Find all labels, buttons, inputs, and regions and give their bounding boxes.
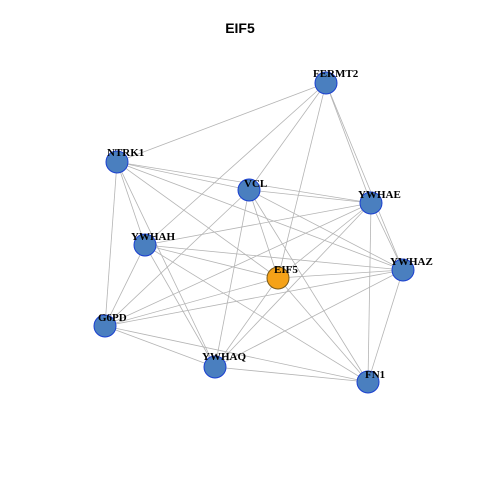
node-label-fermt2: FERMT2 xyxy=(313,68,359,80)
node-label-vcl: VCL xyxy=(244,178,267,190)
node-label-g6pd: G6PD xyxy=(98,312,127,324)
edge-ywhah-eif5 xyxy=(144,244,279,279)
node-vcl[interactable] xyxy=(237,178,261,202)
node-ntrk1[interactable] xyxy=(105,150,129,174)
node-g6pd[interactable] xyxy=(93,314,117,338)
edge-ntrk1-ywhah xyxy=(116,161,146,246)
edge-ywhae-g6pd xyxy=(104,202,372,327)
edge-vcl-ywhaq xyxy=(214,189,250,368)
edge-ywhah-g6pd xyxy=(104,244,146,327)
edge-eif5-g6pd xyxy=(104,277,279,327)
edge-eif5-ywhaz xyxy=(277,269,404,279)
edge-eif5-ywhaq xyxy=(214,277,279,368)
nodes-layer xyxy=(93,71,415,394)
edge-fermt2-ywhah xyxy=(144,82,327,246)
node-fermt2[interactable] xyxy=(314,71,338,95)
node-label-fn1: FN1 xyxy=(365,369,385,381)
edge-eif5-fn1 xyxy=(277,277,369,383)
edge-ywhaz-fn1 xyxy=(367,269,404,383)
edge-ywhah-ywhaq xyxy=(144,244,216,368)
edge-fermt2-ywhae xyxy=(325,82,372,204)
edge-vcl-ywhaz xyxy=(248,189,404,271)
node-label-ywhaz: YWHAZ xyxy=(390,256,433,268)
node-label-ywhaq: YWHAQ xyxy=(202,351,246,363)
edge-ywhaz-ywhaq xyxy=(214,269,404,368)
edge-ywhae-fn1 xyxy=(367,202,372,383)
edge-g6pd-fn1 xyxy=(104,325,369,383)
edge-ywhae-ywhah xyxy=(144,202,372,246)
node-label-ywhah: YWHAH xyxy=(131,231,175,243)
edge-g6pd-ywhaq xyxy=(104,325,216,368)
node-fn1[interactable] xyxy=(356,370,380,394)
node-ywhaq[interactable] xyxy=(203,355,227,379)
node-label-ywhae: YWHAE xyxy=(358,189,401,201)
edge-ywhae-eif5 xyxy=(277,202,372,279)
edge-vcl-ywhae xyxy=(248,189,372,204)
edge-ywhae-ywhaz xyxy=(370,202,404,271)
edge-ntrk1-vcl xyxy=(116,161,250,191)
node-label-ntrk1: NTRK1 xyxy=(107,147,144,159)
edge-ywhaz-g6pd xyxy=(104,269,404,327)
edges-layer xyxy=(104,82,404,383)
edge-vcl-fn1 xyxy=(248,189,369,383)
edge-ywhah-fn1 xyxy=(144,244,369,383)
node-ywhah[interactable] xyxy=(133,233,157,257)
node-ywhaz[interactable] xyxy=(391,258,415,282)
edge-fermt2-eif5 xyxy=(277,82,327,279)
edge-fermt2-ywhaz xyxy=(325,82,404,271)
edge-vcl-eif5 xyxy=(248,189,279,279)
edge-fermt2-vcl xyxy=(248,82,327,191)
edge-vcl-g6pd xyxy=(104,189,250,327)
node-eif5[interactable] xyxy=(266,266,290,290)
edge-ywhae-ywhaq xyxy=(214,202,372,368)
edge-ywhah-ywhaz xyxy=(144,244,404,271)
edge-ntrk1-g6pd xyxy=(104,161,118,327)
edge-ntrk1-ywhaz xyxy=(116,161,404,271)
edge-fermt2-ntrk1 xyxy=(116,82,327,163)
edge-ntrk1-ywhaq xyxy=(116,161,216,368)
node-label-eif5: EIF5 xyxy=(274,264,298,276)
chart-title: EIF5 xyxy=(225,20,255,36)
node-ywhae[interactable] xyxy=(359,191,383,215)
edge-ywhaq-fn1 xyxy=(214,366,369,383)
